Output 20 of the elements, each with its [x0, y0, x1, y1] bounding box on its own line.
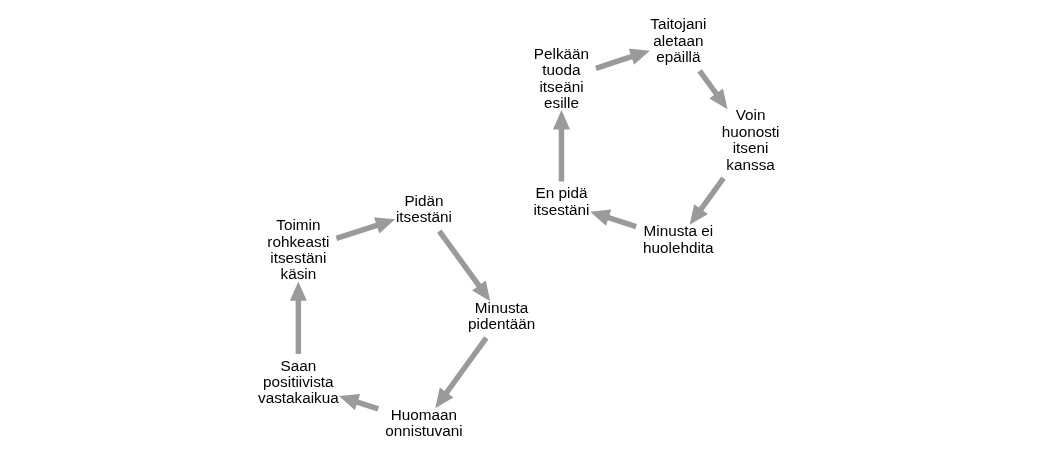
node-text: Minusta ei huolehdita	[642, 222, 714, 256]
arrow	[594, 48, 650, 71]
node-text: Voin huonosti itseni kanssa	[721, 106, 779, 173]
node-text: Pelkään tuoda itseäni esille	[533, 44, 589, 112]
node-text: Toimin rohkeasti itsestäni käsin	[266, 216, 329, 283]
arrow	[552, 110, 570, 182]
arrow	[335, 217, 395, 242]
arrow	[436, 229, 490, 302]
node-text: Saan positiivista vastakaikua	[257, 356, 339, 407]
arrow	[289, 281, 307, 354]
arrow	[338, 394, 379, 412]
node-text: En pidä itsestäni	[532, 184, 590, 218]
arrow	[689, 176, 726, 225]
arrow	[589, 209, 637, 230]
node-text: Taitojani aletaan epäillä	[649, 15, 706, 65]
node-text: Huomaan onnistuvani	[384, 405, 463, 439]
node-text: Minusta pidentään	[467, 298, 535, 333]
arrow	[696, 69, 728, 110]
node-text: Pidän itsestäni	[395, 191, 452, 226]
arrow	[434, 336, 488, 409]
